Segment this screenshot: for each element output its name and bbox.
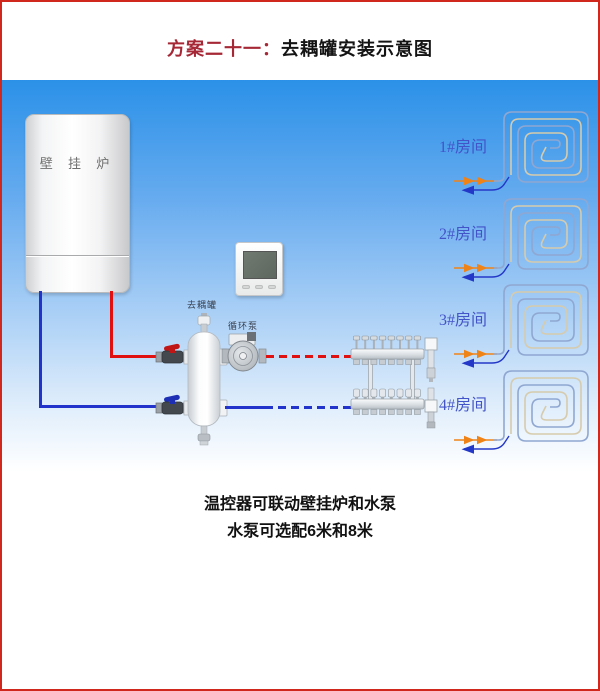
floor-coil-icon-room3 [453,284,589,369]
drain-valve-icon [200,425,208,436]
decoupling-tank-icon [183,313,228,446]
return-dashed-pipe [265,406,351,409]
tank-label: 去耦罐 [187,300,218,310]
boiler-label: 壁 挂 炉 [39,156,116,171]
air-vent-icon [201,313,207,317]
boiler-supply-pipe-horizontal [110,355,160,358]
page-title: 方案二十一：去耦罐安装示意图 [2,35,598,61]
floor-coil-icon-room1 [453,111,589,196]
return-pipe-stub [225,406,265,409]
title-prefix: 方案二十一： [167,39,281,59]
title-main: 去耦罐安装示意图 [281,39,433,59]
thermostat-button [255,285,263,289]
room-label-4: 4#房间 [439,397,488,414]
boiler-supply-pipe-vertical [110,291,113,357]
note-line-2: 水泵可选配6米和8米 [227,523,373,540]
room-label-1: 1#房间 [439,139,488,156]
floor-coil-icon-room4 [453,370,589,455]
room-label-3: 3#房间 [439,312,488,329]
boiler-return-pipe-vertical [39,291,42,408]
thermostat-screen [243,251,277,279]
tank-body [187,331,221,427]
supply-manifold-icon [350,335,438,382]
wall-hung-boiler: 壁 挂 炉 [25,114,130,293]
thermostat [235,242,283,296]
thermostat-button [242,285,250,289]
thermostat-button [268,285,276,289]
floor-coil-icon-room2 [453,198,589,283]
boiler-panel-line [26,255,129,256]
boiler-return-pipe-horizontal [39,405,160,408]
pump-label: 循环泵 [228,321,259,331]
circulation-pump-icon [221,332,267,372]
return-manifold-icon [350,387,438,429]
supply-dashed-pipe [266,355,351,358]
note-line-1: 温控器可联动壁挂炉和水泵 [203,496,396,513]
room-label-2: 2#房间 [439,226,488,243]
